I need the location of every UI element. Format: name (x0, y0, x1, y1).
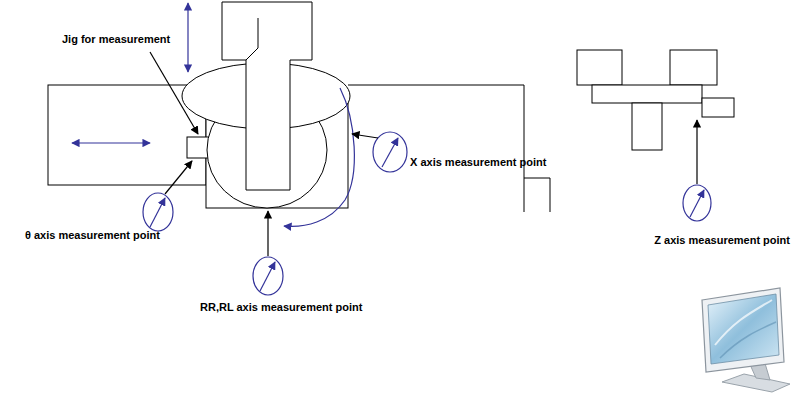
gauge-probe (696, 120, 697, 184)
axis-label: RR,RL axis measurement point (200, 301, 362, 314)
dial-needle (150, 198, 165, 227)
gauge-probe (165, 161, 192, 194)
dial-needle (690, 190, 704, 217)
dial-gauge (143, 193, 173, 231)
dial-gauge (253, 257, 283, 295)
monitor-icon (702, 288, 790, 392)
axis-label: Z axis measurement point (654, 234, 790, 247)
dial-gauge (683, 185, 711, 221)
dial-needle (260, 262, 275, 291)
t-part-edge (246, 18, 258, 60)
jig-leader (150, 52, 198, 134)
horizontal-motion-arrow (72, 142, 150, 143)
axis-label: θ axis measurement point (25, 229, 160, 242)
axis-label: X axis measurement point (410, 156, 546, 169)
base-right (348, 85, 524, 212)
side-block (577, 50, 622, 85)
side-plate (592, 85, 702, 103)
side-block (670, 50, 717, 85)
gauge-probe (267, 211, 268, 256)
side-jig (702, 98, 734, 117)
vertical-motion-arrow (187, 3, 188, 72)
t-part (222, 2, 312, 190)
side-stem (632, 103, 662, 150)
dial-gauge (373, 132, 407, 172)
base-bracket (524, 178, 550, 212)
jig-label: Jig for measurement (62, 33, 170, 46)
gauge-probe (352, 134, 378, 138)
dial-needle (382, 138, 398, 167)
rotation-arrow (284, 88, 354, 226)
